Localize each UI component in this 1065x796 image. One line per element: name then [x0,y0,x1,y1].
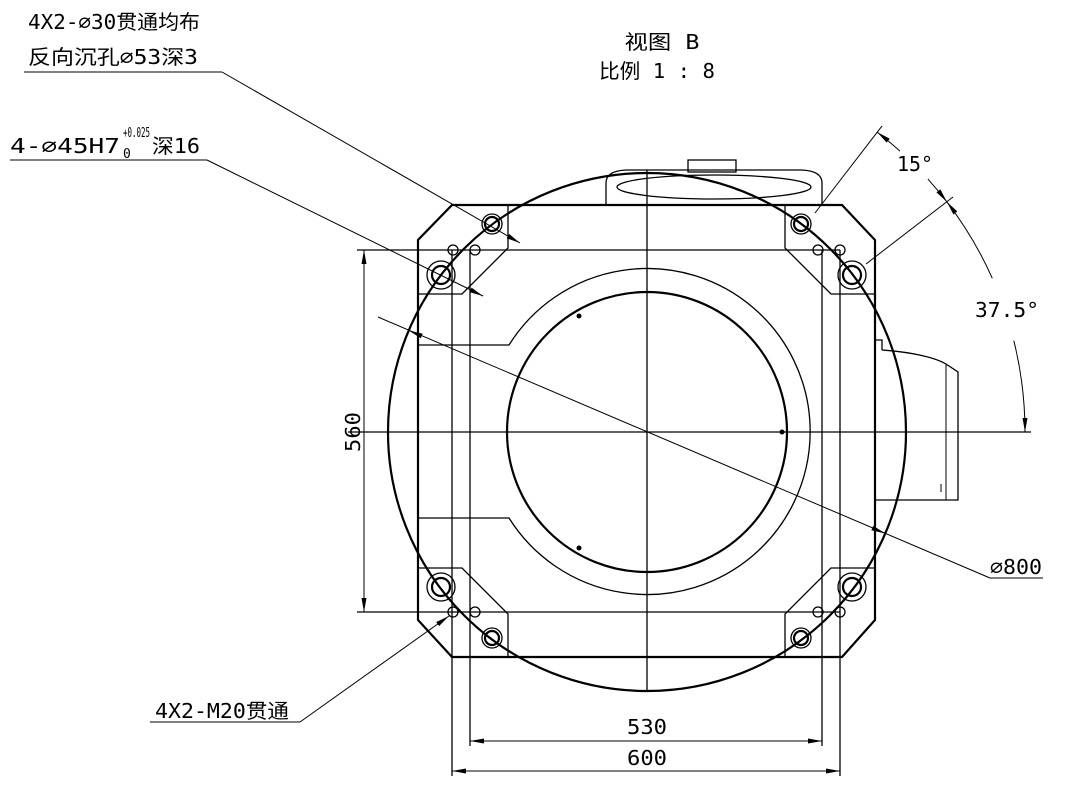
flange-corner-top-left [418,205,509,295]
pin-hole-callout: 4-⌀45H7 +0.025 0 深16 [10,126,484,297]
mounting-tab-edge [418,205,509,295]
through-hole-inner [792,629,810,647]
angle-arc-15-lower [927,178,948,203]
angle-label-15: 15° [897,152,933,176]
top-boss-cap [687,159,737,173]
diameter-dimension: ⌀800 [377,316,1043,579]
reference-dot [576,545,582,551]
pin-hole-inner [841,576,863,598]
pin-hole-outer [837,572,867,602]
through-hole-inner [792,215,810,233]
through-hole-leader [221,71,521,244]
pin-hole-upper-tolerance: +0.025 [123,126,150,141]
pin-hole-inner [430,264,452,286]
angle-dimensions: 15° 37.5° [814,125,1039,433]
linear-dimensions: 560 530 600 [341,250,840,774]
view-title-block: 视图 B 比例 1 : 8 [599,30,715,83]
diameter-dimension-line [377,316,991,579]
pin-hole-outer [837,260,867,290]
diameter-label: ⌀800 [990,555,1042,579]
pin-hole-callout-depth: 深16 [152,134,200,158]
pin-hole-outer [426,260,456,290]
angle-extension-line-37-5 [865,196,954,265]
diameter-arrow-left [408,330,423,339]
side-housing-step [875,339,883,350]
pin-hole-lower-tolerance: 0 [123,147,131,162]
diameter-arrow-right [871,525,886,534]
flange-corner-bottom-left [418,567,509,657]
angle-extension-line-52-5 [814,125,883,214]
pin-hole-leader [206,159,484,297]
threaded-hole [469,244,481,256]
mounting-tab-edge [784,205,875,295]
through-hole-callout: 4X2-⌀30贯通均布 反向沉孔⌀53深3 [24,10,521,244]
top-boss-outline [605,169,823,205]
angle-arc-37-5-upper [946,201,993,279]
mounting-tab-edge [784,567,875,657]
part-outlines [357,159,959,776]
angle-label-37-5: 37.5° [975,298,1039,322]
top-boss-bore [616,174,812,200]
pin-hole-callout-size: 4-⌀45H7 [10,134,120,158]
through-hole-outer [790,627,812,649]
view-title: 视图 B [625,30,700,54]
threaded-hole [834,606,846,618]
height-label: 560 [341,412,365,452]
mounting-tab-edge [418,567,509,657]
flange-outline [416,203,877,659]
threaded-hole [812,606,824,618]
through-hole-callout-line2: 反向沉孔⌀53深3 [28,45,198,69]
through-hole-callout-line1: 4X2-⌀30贯通均布 [28,10,200,34]
through-hole-outer [790,213,812,235]
through-hole-outer [481,627,503,649]
threaded-hole [447,606,459,618]
outer-width-label: 600 [627,746,667,770]
pin-hole-inner [430,576,452,598]
flange-corner-bottom-right [784,567,875,657]
flange-corner-top-right [784,205,875,295]
threaded-hole [447,244,459,256]
view-scale: 比例 1 : 8 [599,59,715,83]
threaded-hole-leader [299,615,450,723]
angle-arc-15-upper [876,131,901,152]
through-hole-outer [481,213,503,235]
inner-width-label: 530 [627,715,667,739]
through-hole-inner [483,629,501,647]
threaded-hole [812,244,824,256]
threaded-hole [469,606,481,618]
through-hole-inner [483,215,501,233]
reference-dot [576,313,582,319]
pin-hole-outer [426,572,456,602]
angle-arc-37-5-lower [1013,340,1028,433]
threaded-hole [834,244,846,256]
threaded-hole-callout: 4X2-M20贯通 [150,615,450,723]
threaded-hole-callout-label: 4X2-M20贯通 [155,699,289,723]
pin-hole-inner [841,264,863,286]
